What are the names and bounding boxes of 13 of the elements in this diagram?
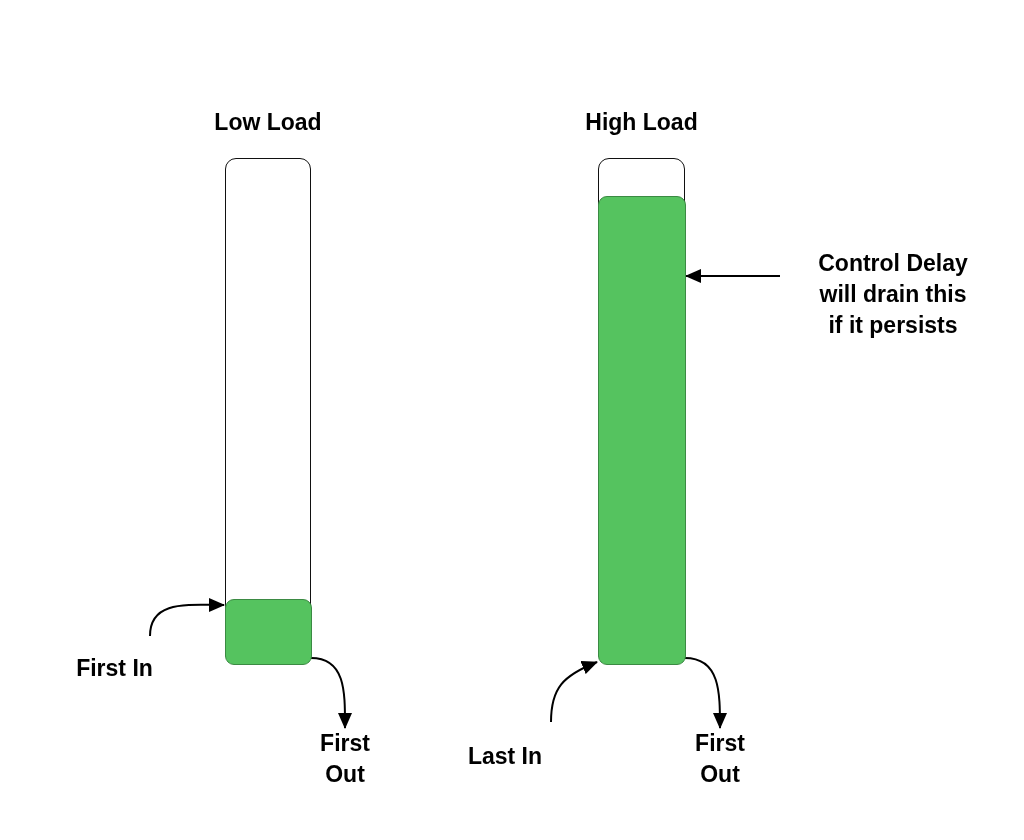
arrow (685, 269, 781, 283)
annotation-text: Control Delay will drain this if it persists (780, 232, 1006, 356)
tube-label: Low Load (213, 108, 323, 137)
annotation-text: First Out (300, 728, 390, 790)
annotation-text: First Out (675, 728, 765, 790)
annotation-text: First In (75, 636, 154, 700)
tube-label: High Load (584, 108, 699, 137)
arrow (149, 597, 225, 637)
fill-level-bar (224, 598, 312, 665)
arrow (684, 657, 727, 729)
annotation-text: Last In (455, 722, 555, 790)
arrow (310, 657, 352, 729)
arrow (550, 661, 598, 723)
